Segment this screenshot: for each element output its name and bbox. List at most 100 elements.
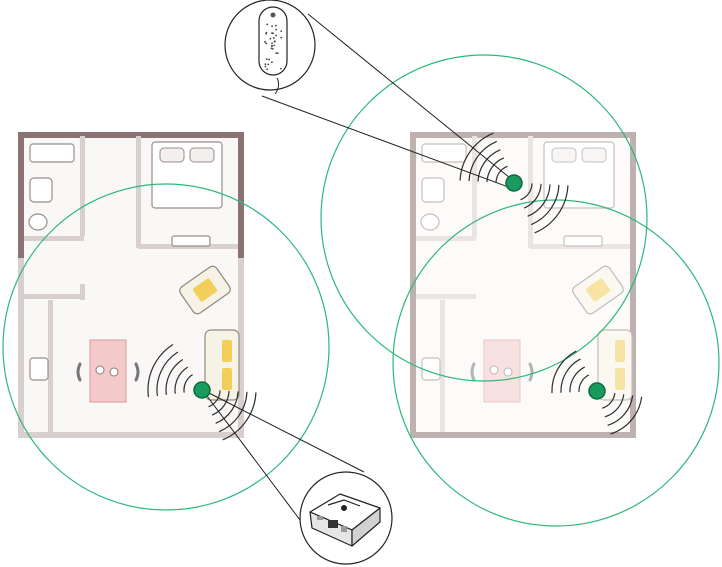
- signal-arc: [531, 184, 560, 225]
- satellite-marker: [505, 174, 523, 192]
- speaker-hole: [269, 37, 272, 40]
- wall-interior-3: [416, 236, 476, 241]
- speaker-hole: [264, 63, 267, 66]
- speaker-hole: [274, 24, 277, 27]
- armchair: [179, 265, 231, 315]
- speaker-hole: [280, 36, 283, 39]
- speaker-hole: [265, 31, 268, 34]
- plate: [489, 365, 499, 375]
- wall-interior-5: [416, 294, 476, 299]
- plate: [95, 365, 105, 375]
- wall-interior-3: [24, 236, 84, 241]
- pillow-1: [159, 147, 185, 163]
- bathtub: [29, 143, 75, 163]
- speaker-hole: [266, 23, 269, 26]
- signal-arc: [495, 165, 508, 183]
- signal-arc: [534, 185, 569, 234]
- coverage-circle-router-left: [2, 183, 330, 511]
- speaker-hole: [271, 44, 273, 47]
- signal-arc: [607, 395, 634, 426]
- chair-left: [76, 362, 82, 382]
- floor-plan-left: [18, 132, 244, 438]
- plate: [109, 367, 119, 377]
- plate: [503, 367, 513, 377]
- speaker-hole: [274, 40, 276, 43]
- dresser: [563, 235, 603, 247]
- kitchen-sink: [421, 357, 441, 381]
- chair-left: [470, 362, 476, 382]
- chair-right: [528, 362, 534, 382]
- wall-bottom: [18, 432, 244, 438]
- speaker-hole: [266, 68, 268, 71]
- chair-right: [134, 362, 140, 382]
- signal-arcs-router-right: [551, 350, 643, 435]
- satellite-callout: [224, 0, 316, 95]
- wall-interior-6: [80, 284, 85, 300]
- callout-lines-router: [200, 387, 365, 521]
- signal-arc: [602, 392, 616, 409]
- speaker-hole: [265, 42, 268, 45]
- signal-arc: [156, 351, 179, 397]
- callout-lines-satellite: [261, 13, 516, 189]
- router-marker-left: [193, 381, 211, 399]
- kitchen-sink: [29, 357, 49, 381]
- speaker-hole: [268, 58, 270, 61]
- signal-arc: [147, 344, 174, 398]
- sofa: [204, 329, 240, 401]
- speaker-hole: [271, 61, 273, 64]
- signal-arc: [174, 366, 188, 394]
- signal-arc: [183, 374, 193, 393]
- pillow-1: [551, 147, 577, 163]
- wall-top: [410, 132, 636, 138]
- wall-left-upper: [18, 132, 24, 258]
- speaker-hole: [271, 25, 273, 28]
- signal-arc: [477, 149, 501, 182]
- speaker-hole: [280, 67, 282, 70]
- wall-top: [18, 132, 244, 138]
- speaker-hole: [267, 63, 270, 66]
- speaker-hole: [275, 52, 278, 54]
- signal-arc: [578, 374, 590, 393]
- toilet: [28, 213, 48, 231]
- speaker-hole: [280, 30, 283, 32]
- wall-interior-2: [528, 136, 533, 248]
- router-marker-right: [588, 382, 606, 400]
- speaker-hole: [270, 47, 273, 50]
- signal-arc: [523, 183, 542, 209]
- bathtub: [421, 143, 467, 163]
- wall-interior-7: [48, 300, 53, 432]
- speaker-hole: [275, 34, 277, 37]
- speaker-hole: [265, 58, 268, 60]
- wall-right-lower: [238, 258, 244, 438]
- speaker-hole: [276, 52, 279, 55]
- armchair: [572, 265, 624, 315]
- signal-arc: [211, 390, 230, 416]
- coverage-circle-satellite: [320, 54, 648, 382]
- wall-interior-7: [440, 300, 445, 432]
- dining-table: [89, 339, 127, 403]
- speaker-hole: [271, 42, 273, 44]
- wall-interior-1: [80, 136, 85, 236]
- signal-arc: [551, 350, 577, 394]
- router-device-icon: [309, 493, 381, 547]
- wall-interior-2: [136, 136, 141, 248]
- pillow-2: [581, 147, 607, 163]
- speaker-hole: [271, 32, 274, 35]
- wall-right-upper: [238, 132, 244, 258]
- signal-arc: [569, 366, 585, 393]
- sink: [421, 177, 445, 203]
- signal-arc: [222, 392, 257, 441]
- router-callout: [299, 471, 393, 565]
- speaker-hole: [272, 37, 275, 39]
- sink: [29, 177, 53, 203]
- signal-arc: [459, 132, 494, 181]
- speaker-hole: [273, 44, 275, 47]
- wall-interior-1: [472, 136, 477, 236]
- signal-arc: [560, 358, 581, 393]
- signal-arc: [219, 391, 248, 432]
- mesh-satellite-icon: [258, 6, 288, 95]
- speaker-hole: [264, 65, 267, 68]
- signal-arc: [604, 394, 625, 418]
- signal-arcs-satellite: [459, 132, 569, 234]
